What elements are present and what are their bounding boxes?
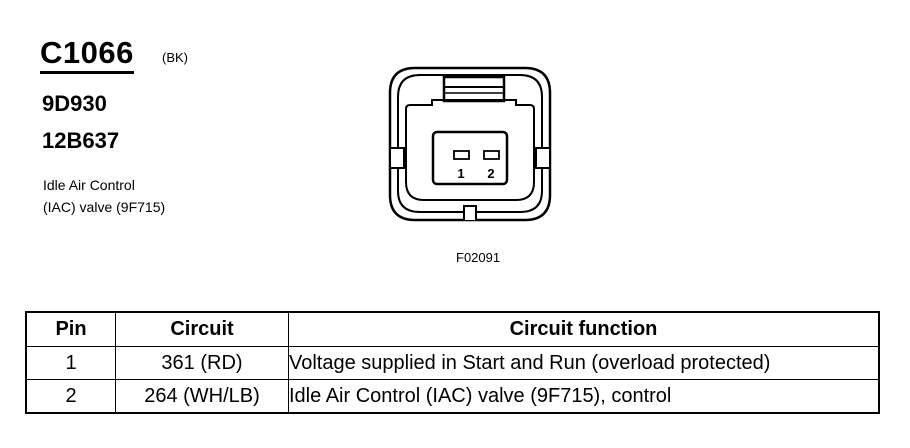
pin-cavity-block (431, 130, 509, 186)
connector-id: C1066 (40, 36, 134, 74)
connector-body (405, 99, 535, 201)
row-1-function: Voltage supplied in Start and Run (overl… (288, 346, 880, 380)
part-number-2: 12B637 (42, 128, 120, 153)
row-1-pin: 1 (25, 346, 116, 380)
connector-face-diagram: 1 2 (388, 66, 552, 222)
terminal-2-slot (483, 150, 500, 160)
bottom-key (463, 205, 477, 220)
row-2-circuit: 264 (WH/LB) (115, 379, 289, 414)
color-code: (BK) (162, 50, 188, 65)
lock-tab (442, 75, 506, 103)
side-latch-left (389, 147, 405, 169)
row-2-pin: 2 (25, 379, 116, 414)
description-line-2: (IAC) valve (9F715) (43, 199, 166, 215)
pin-table: Pin Circuit Circuit function 1 361 (RD) … (25, 311, 880, 414)
pin-2-label: 2 (487, 166, 494, 181)
figure-id: F02091 (456, 250, 501, 265)
connector-outer-shell (388, 66, 552, 222)
header-circuit-function: Circuit function (288, 311, 880, 347)
table-row: 1 361 (RD) Voltage supplied in Start and… (25, 346, 880, 380)
row-2-function: Idle Air Control (IAC) valve (9F715), co… (288, 379, 880, 414)
terminal-1-slot (453, 150, 470, 160)
table-row: 2 264 (WH/LB) Idle Air Control (IAC) val… (25, 379, 880, 414)
pin-1-label: 1 (457, 166, 464, 181)
connector-inner-shell (397, 74, 543, 213)
part-number-1: 9D930 (42, 91, 107, 116)
header-pin: Pin (25, 311, 116, 347)
table-header-row: Pin Circuit Circuit function (25, 311, 880, 347)
row-1-circuit: 361 (RD) (115, 346, 289, 380)
description-line-1: Idle Air Control (43, 177, 135, 193)
header-circuit: Circuit (115, 311, 289, 347)
side-latch-right (535, 147, 551, 169)
